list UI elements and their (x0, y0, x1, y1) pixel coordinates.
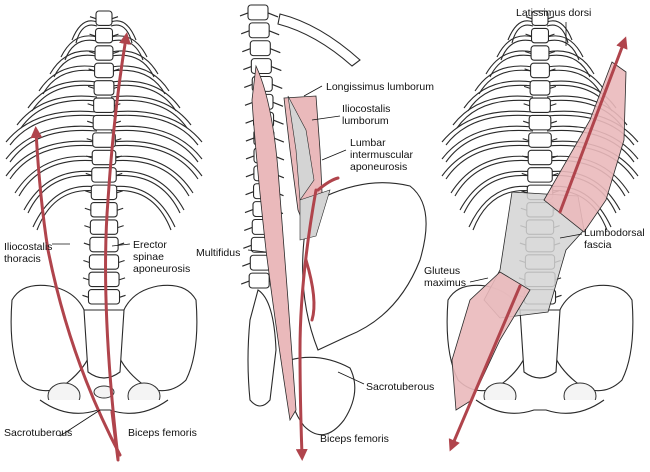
left-spine (82, 10, 126, 305)
label-sacrotuberous-left: Sacrotuberous (4, 427, 72, 439)
label-iliocostalis-lumborum-2: lumborum (342, 115, 389, 127)
label-iliocostalis-lumborum: Iliocostalis (342, 103, 390, 115)
left-labels: Iliocostalis thoracis Erector spinae apo… (4, 239, 197, 439)
right-muscles (448, 36, 628, 452)
label-lumbar-aponeurosis-3: aponeurosis (350, 161, 407, 173)
label-latissimus-dorsi: Latissimus dorsi (516, 7, 591, 19)
right-panel: Latissimus dorsi Gluteus maximus Lumbodo… (424, 7, 645, 452)
label-longissimus-lumborum: Longissimus lumborum (326, 81, 434, 93)
label-gluteus-maximus-2: maximus (424, 277, 466, 289)
left-ribcage (5, 20, 203, 231)
middle-labels: Longissimus lumborum Iliocostalis lumbor… (196, 81, 434, 445)
label-erector-spinae: Erector (133, 239, 167, 251)
right-ribcage (441, 20, 639, 231)
right-labels: Latissimus dorsi Gluteus maximus Lumbodo… (424, 7, 645, 289)
middle-pelvis (247, 182, 427, 436)
left-pelvis (10, 284, 198, 414)
label-lumbodorsal-fascia-2: fascia (584, 239, 612, 251)
label-lumbar-aponeurosis-2: intermuscular (350, 149, 414, 161)
left-muscle-arrows (30, 32, 131, 462)
label-gluteus-maximus: Gluteus (424, 265, 460, 277)
label-biceps-femoris-left: Biceps femoris (128, 427, 197, 439)
label-biceps-femoris-middle: Biceps femoris (320, 433, 389, 445)
label-erector-spinae-2: spinae (133, 251, 164, 263)
label-sacrotuberous-middle: Sacrotuberous (366, 381, 434, 393)
label-lumbodorsal-fascia: Lumbodorsal (584, 227, 645, 239)
left-panel: Iliocostalis thoracis Erector spinae apo… (4, 10, 203, 462)
middle-muscles (251, 64, 340, 461)
label-iliocostalis-thoracis: Iliocostalis (4, 241, 52, 253)
middle-panel: Longissimus lumborum Iliocostalis lumbor… (196, 4, 434, 461)
label-lumbar-aponeurosis: Lumbar (350, 137, 386, 149)
label-multifidus: Multifidus (196, 247, 240, 259)
middle-rib (277, 13, 361, 67)
label-erector-spinae-3: aponeurosis (133, 263, 190, 275)
label-iliocostalis-thoracis-2: thoracis (4, 253, 41, 265)
